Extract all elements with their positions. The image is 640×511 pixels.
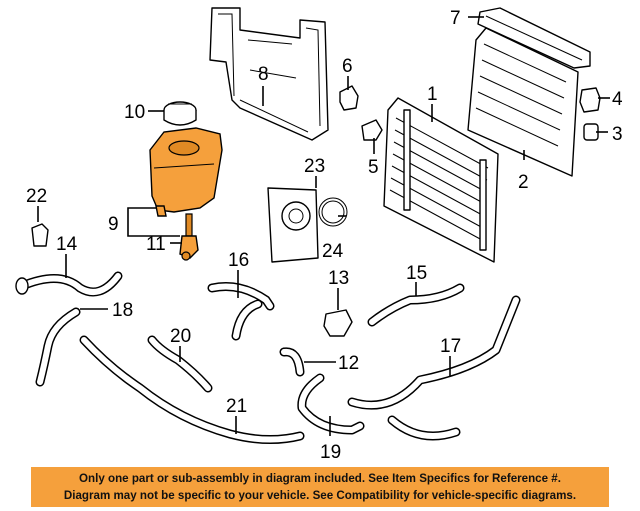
- leader-lines: [37, 16, 610, 436]
- part-4-mount: [579, 87, 601, 113]
- callout-6: 6: [342, 56, 353, 77]
- callout-9: 9: [108, 214, 119, 235]
- callout-4: 4: [612, 89, 623, 110]
- part-11-level-sensor: [179, 235, 199, 261]
- callout-labels: 1 2 3 4 5 6 7 8 9 10 11 12 13 14 15 16 1…: [26, 8, 623, 463]
- part-15-hose: [367, 283, 465, 327]
- part-17-hose: [347, 295, 521, 441]
- callout-15: 15: [406, 263, 427, 284]
- disclaimer-line-2: Diagram may not be specific to your vehi…: [63, 489, 577, 502]
- disclaimer-line-1: Only one part or sub-assembly in diagram…: [79, 472, 561, 485]
- callout-16: 16: [228, 250, 249, 271]
- part-1-radiator: [383, 97, 499, 263]
- part-5-clip: [361, 119, 383, 141]
- part-20-pipe: [147, 335, 213, 393]
- part-23-water-pump: [267, 187, 319, 263]
- part-21-pipe: [79, 335, 305, 445]
- callout-11: 11: [146, 234, 166, 255]
- part-18-hose: [35, 307, 81, 387]
- part-9-expansion-tank: [149, 127, 223, 237]
- callout-24: 24: [322, 241, 344, 262]
- callout-22: 22: [26, 186, 47, 207]
- callout-17: 17: [440, 336, 461, 357]
- callout-3: 3: [612, 124, 623, 145]
- part-24-gasket: [318, 197, 348, 227]
- part-8-radiator-support: [209, 7, 329, 141]
- callout-1: 1: [427, 84, 438, 105]
- part-13-connector: [323, 309, 353, 337]
- part-16-hose: [207, 282, 275, 341]
- callout-13: 13: [328, 268, 349, 289]
- part-2-condenser: [467, 27, 579, 177]
- part-7-upper-bracket: [477, 7, 591, 69]
- callout-20: 20: [170, 326, 191, 347]
- callout-18: 18: [112, 300, 133, 321]
- callout-23: 23: [304, 156, 325, 177]
- callout-10: 10: [124, 102, 145, 123]
- callout-2: 2: [518, 172, 529, 193]
- callout-7: 7: [450, 8, 461, 29]
- part-3-bushing: [583, 123, 599, 141]
- part-10-cap: [163, 101, 197, 126]
- part-14-hose: [15, 271, 123, 297]
- callout-14: 14: [56, 234, 78, 255]
- callout-21: 21: [226, 396, 247, 417]
- part-19-hose: [297, 373, 365, 435]
- callout-19: 19: [320, 442, 341, 463]
- disclaimer-banner: Only one part or sub-assembly in diagram…: [31, 467, 609, 507]
- part-12-elbow: [279, 347, 305, 377]
- part-6-clip: [339, 85, 359, 111]
- callout-12: 12: [338, 353, 359, 374]
- callout-5: 5: [368, 157, 379, 178]
- callout-8: 8: [258, 64, 269, 85]
- part-22-sensor: [31, 223, 49, 247]
